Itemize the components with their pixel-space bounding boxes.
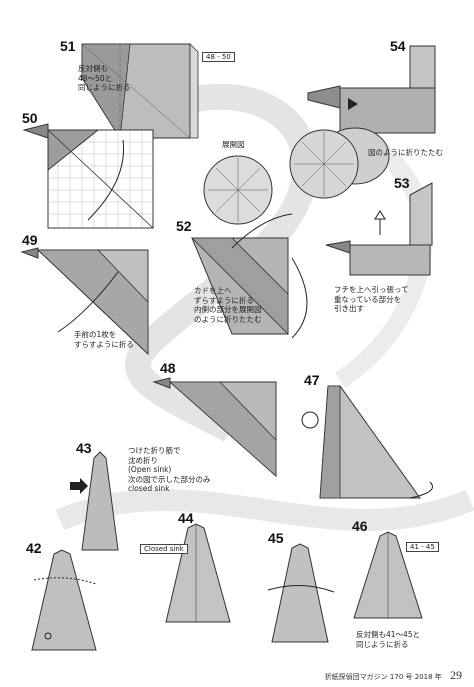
step-47-diagram [301,385,433,499]
step-46-diagram [353,531,423,619]
step-number: 53 [394,175,410,191]
step-43: 43 つけた折り筋で 沈め折り (Open sink) 次の図で示した部分のみ … [66,440,266,551]
step-number: 44 [178,510,194,526]
crease-pattern: 展開図 [198,129,378,230]
step-46: 46 41 - 45 反対側も41～45と 同じように折る [336,518,466,660]
crease-pattern-diagram [203,129,359,225]
step-44: 44 Closed sink [140,510,250,630]
step-ref: 41 - 45 [406,542,439,552]
step-note: 反対側も 48～50と 同じように折る [78,64,131,92]
step-ref: 48 - 50 [202,52,235,62]
step-51: 51 反対側も 48～50と 同じように折る 48 - 50 [60,38,250,148]
step-number: 50 [22,110,38,126]
step-note: 手前の1枚を すらすように折る [74,330,134,349]
page-footer: 折紙探偵団マガジン 170 号 2018 年 29 [325,668,462,683]
step-note: 反対側も41～45と 同じように折る [356,630,421,649]
step-number: 49 [22,232,38,248]
step-52-diagram [191,213,308,339]
page-number: 29 [450,668,462,682]
step-number: 46 [352,518,368,534]
step-48: 48 [150,360,290,480]
step-48-diagram [152,377,277,478]
step-52: 52 カドを上へ ずらすように折る 内側の部分を展開図 のように折りたたむ [172,213,322,358]
step-50: 50 [18,110,168,230]
step-45-diagram [267,543,335,643]
step-number: 54 [390,38,406,54]
step-53: 53 フチを上へ引っ張って 重なっている部分を 引き出す [320,175,460,325]
step-43-diagram [70,451,119,551]
step-note: つけた折り筋で 沈め折り (Open sink) 次の図で示した部分のみ clo… [128,446,211,493]
step-number: 52 [176,218,192,234]
step-49: 49 手前の1枚を すらすように折る [18,232,168,362]
step-47: 47 [290,372,440,512]
crease-pattern-label: 展開図 [222,140,245,149]
step-number: 47 [304,372,320,388]
step-51-diagram [81,43,199,140]
step-ref: Closed sink [140,544,188,554]
step-note: カドを上へ ずらすように折る 内側の部分を展開図 のように折りたたむ [194,286,262,324]
step-number: 42 [26,540,42,556]
magazine-name: 折紙探偵団マガジン 170 号 2018 年 [324,673,442,681]
step-45: 45 [262,530,342,650]
step-42-diagram [31,549,97,651]
step-44-diagram [165,523,231,623]
step-42: 42 [26,540,116,660]
step-number: 51 [60,38,76,54]
step-note: 図のように折りたたむ [368,148,443,157]
step-53-diagram [325,182,433,276]
step-number: 43 [76,440,92,456]
step-number: 45 [268,530,284,546]
step-number: 48 [160,360,176,376]
step-49-diagram [20,247,149,356]
step-note: フチを上へ引っ張って 重なっている部分を 引き出す [334,285,409,313]
step-50-diagram [22,123,154,229]
